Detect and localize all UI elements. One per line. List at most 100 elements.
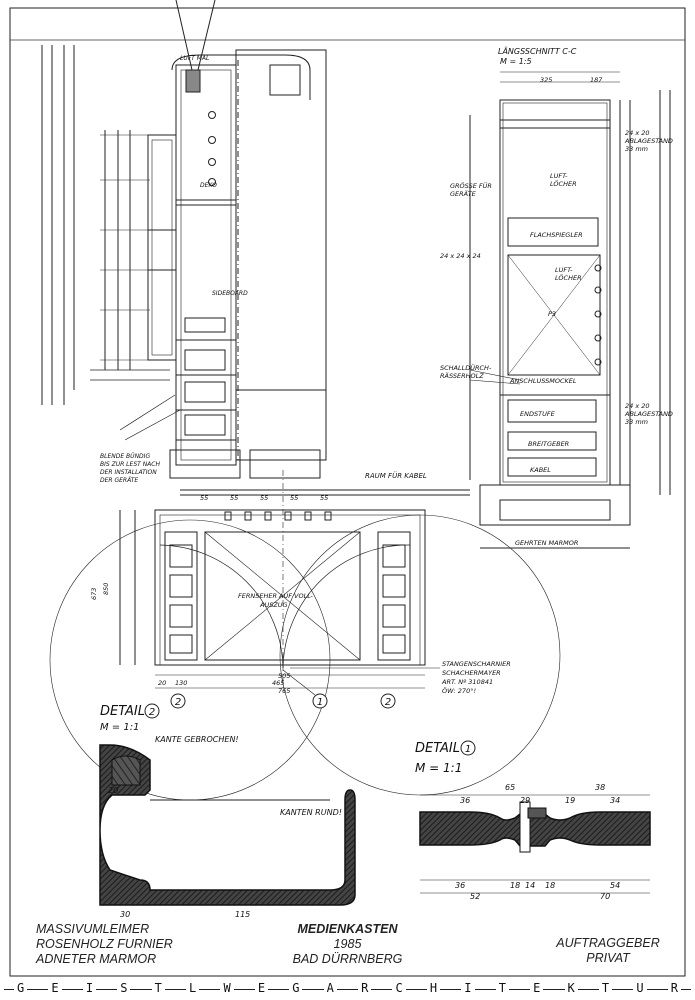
footer-letter: K xyxy=(564,981,578,995)
project-year: 1985 xyxy=(333,937,362,951)
footer-letter: C xyxy=(392,981,406,995)
footer-letter: T xyxy=(151,981,165,995)
footer-letter: G xyxy=(14,981,28,995)
svg-text:65: 65 xyxy=(505,783,515,792)
svg-text:RÄSSERHOLZ: RÄSSERHOLZ xyxy=(440,371,484,380)
svg-text:2: 2 xyxy=(149,707,155,718)
footer-letter: L xyxy=(186,981,200,995)
svg-text:LUFT-: LUFT- xyxy=(550,172,568,180)
svg-text:ENDSTUFE: ENDSTUFE xyxy=(520,410,556,418)
footer-letter: A xyxy=(323,981,337,995)
svg-text:505: 505 xyxy=(278,672,290,680)
detail-2-annotations: DETAIL 2 M = 1:1 KANTE GEBROCHEN! KANTEN… xyxy=(100,703,342,919)
footer-letter: G xyxy=(289,981,303,995)
svg-text:20: 20 xyxy=(108,786,118,795)
detail-2-profile xyxy=(99,744,356,906)
section-annotations: LÄNGSSCHNITT C-C M = 1:5 325 187 24 x 20… xyxy=(440,46,673,547)
svg-text:130: 130 xyxy=(175,679,187,687)
svg-text:18: 18 xyxy=(545,881,555,890)
svg-text:BREITGEBER: BREITGEBER xyxy=(528,440,569,448)
client-label: AUFTRAGGEBER xyxy=(556,936,660,950)
svg-text:850: 850 xyxy=(102,583,110,595)
svg-text:36: 36 xyxy=(460,796,470,805)
footer-letter: T xyxy=(598,981,613,995)
project-title: MEDIENKASTEN xyxy=(297,922,398,936)
svg-text:ART. Nº 310841: ART. Nº 310841 xyxy=(441,678,493,686)
svg-text:ÖW: 270°!: ÖW: 270°! xyxy=(442,686,476,695)
detail-1-profile xyxy=(419,794,651,894)
footer-letter: H xyxy=(426,981,441,995)
svg-text:765: 765 xyxy=(278,687,290,695)
svg-text:FLACHSPIEGLER: FLACHSPIEGLER xyxy=(530,231,583,239)
svg-text:SCHALLDÜRCH-: SCHALLDÜRCH- xyxy=(440,363,492,372)
svg-text:LUFT MAL: LUFT MAL xyxy=(180,55,209,62)
footer-letter: T xyxy=(495,981,509,995)
svg-text:M = 1:1: M = 1:1 xyxy=(415,761,462,775)
svg-text:LÖCHER: LÖCHER xyxy=(555,273,582,282)
svg-text:70: 70 xyxy=(600,892,610,901)
svg-text:55: 55 xyxy=(290,494,298,502)
svg-text:55: 55 xyxy=(200,494,208,502)
plan-annotations: RAUM FÜR KABEL FERNSEHER AUF VOLL- AUSZU… xyxy=(90,471,511,695)
materials-legend: MASSIVUMLEIMER ROSENHOLZ FURNIER ADNETER… xyxy=(36,922,173,967)
svg-text:LUFT-: LUFT- xyxy=(555,266,573,274)
footer-rule xyxy=(4,989,691,990)
svg-text:ABLAGESTAND: ABLAGESTAND xyxy=(624,137,673,145)
svg-text:18: 18 xyxy=(510,881,520,890)
svg-text:KANTE GEBROCHEN!: KANTE GEBROCHEN! xyxy=(155,735,239,744)
svg-text:2: 2 xyxy=(385,697,391,708)
svg-text:2: 2 xyxy=(175,697,181,708)
client-value: PRIVAT xyxy=(586,951,630,965)
svg-text:52: 52 xyxy=(470,892,480,901)
svg-text:20: 20 xyxy=(158,679,166,687)
svg-text:673: 673 xyxy=(90,588,98,600)
sheet-border xyxy=(9,7,686,977)
svg-text:LÄNGSSCHNITT C-C: LÄNGSSCHNITT C-C xyxy=(498,46,577,56)
svg-text:GRÖSSE FÜR: GRÖSSE FÜR xyxy=(450,181,492,190)
svg-text:24 x 20: 24 x 20 xyxy=(625,129,650,137)
project-legend: MEDIENKASTEN 1985 BAD DÜRRNBERG xyxy=(260,922,435,967)
svg-text:GERÄTE: GERÄTE xyxy=(450,189,477,198)
svg-text:ANSCHLUSSMOCKEL: ANSCHLUSSMOCKEL xyxy=(509,377,577,385)
client-legend: AUFTRAGGEBER PRIVAT xyxy=(548,936,668,966)
footer-letter: E xyxy=(48,981,62,995)
svg-text:ABLAGESTAND: ABLAGESTAND xyxy=(624,410,673,418)
svg-text:M = 1:1: M = 1:1 xyxy=(100,722,139,733)
svg-text:GEHRTEN MARMOR: GEHRTEN MARMOR xyxy=(515,539,578,547)
svg-text:33 mm: 33 mm xyxy=(625,145,648,153)
svg-text:34: 34 xyxy=(610,796,620,805)
svg-text:LÖCHER: LÖCHER xyxy=(550,179,577,188)
footer-letter: E xyxy=(530,981,544,995)
svg-text:KANTEN RUND!: KANTEN RUND! xyxy=(280,808,342,817)
svg-text:SCHACHERMAYER: SCHACHERMAYER xyxy=(442,669,501,677)
svg-text:54: 54 xyxy=(610,881,620,890)
svg-text:KABEL: KABEL xyxy=(530,466,551,474)
section-markers xyxy=(170,693,396,709)
footer-letter: R xyxy=(667,981,681,995)
svg-text:1: 1 xyxy=(465,744,471,755)
svg-text:DETAIL: DETAIL xyxy=(100,704,145,719)
project-location: BAD DÜRRNBERG xyxy=(292,952,403,966)
longitudinal-section-view xyxy=(469,71,671,549)
svg-text:STANGENSCHARNIER: STANGENSCHARNIER xyxy=(442,660,511,668)
material-line: ROSENHOLZ FURNIER xyxy=(36,937,173,951)
plan-view xyxy=(49,470,561,801)
svg-text:P3: P3 xyxy=(548,310,556,318)
svg-text:BIS ZUR LEST NACH: BIS ZUR LEST NACH xyxy=(100,461,160,468)
svg-text:55: 55 xyxy=(230,494,238,502)
svg-text:33 mm: 33 mm xyxy=(625,418,648,426)
svg-text:M = 1:5: M = 1:5 xyxy=(500,57,532,66)
footer-letter: I xyxy=(461,981,475,995)
svg-text:DER INSTALLATION: DER INSTALLATION xyxy=(100,469,157,476)
svg-text:19: 19 xyxy=(565,796,575,805)
svg-text:115: 115 xyxy=(235,910,250,919)
footer-letter: S xyxy=(117,981,131,995)
material-line: ADNETER MARMOR xyxy=(36,952,157,966)
footer-letter: I xyxy=(82,981,97,995)
svg-text:SIDEBOARD: SIDEBOARD xyxy=(212,290,248,297)
footer-letter: W xyxy=(220,981,234,995)
footer-letter: R xyxy=(358,981,372,995)
